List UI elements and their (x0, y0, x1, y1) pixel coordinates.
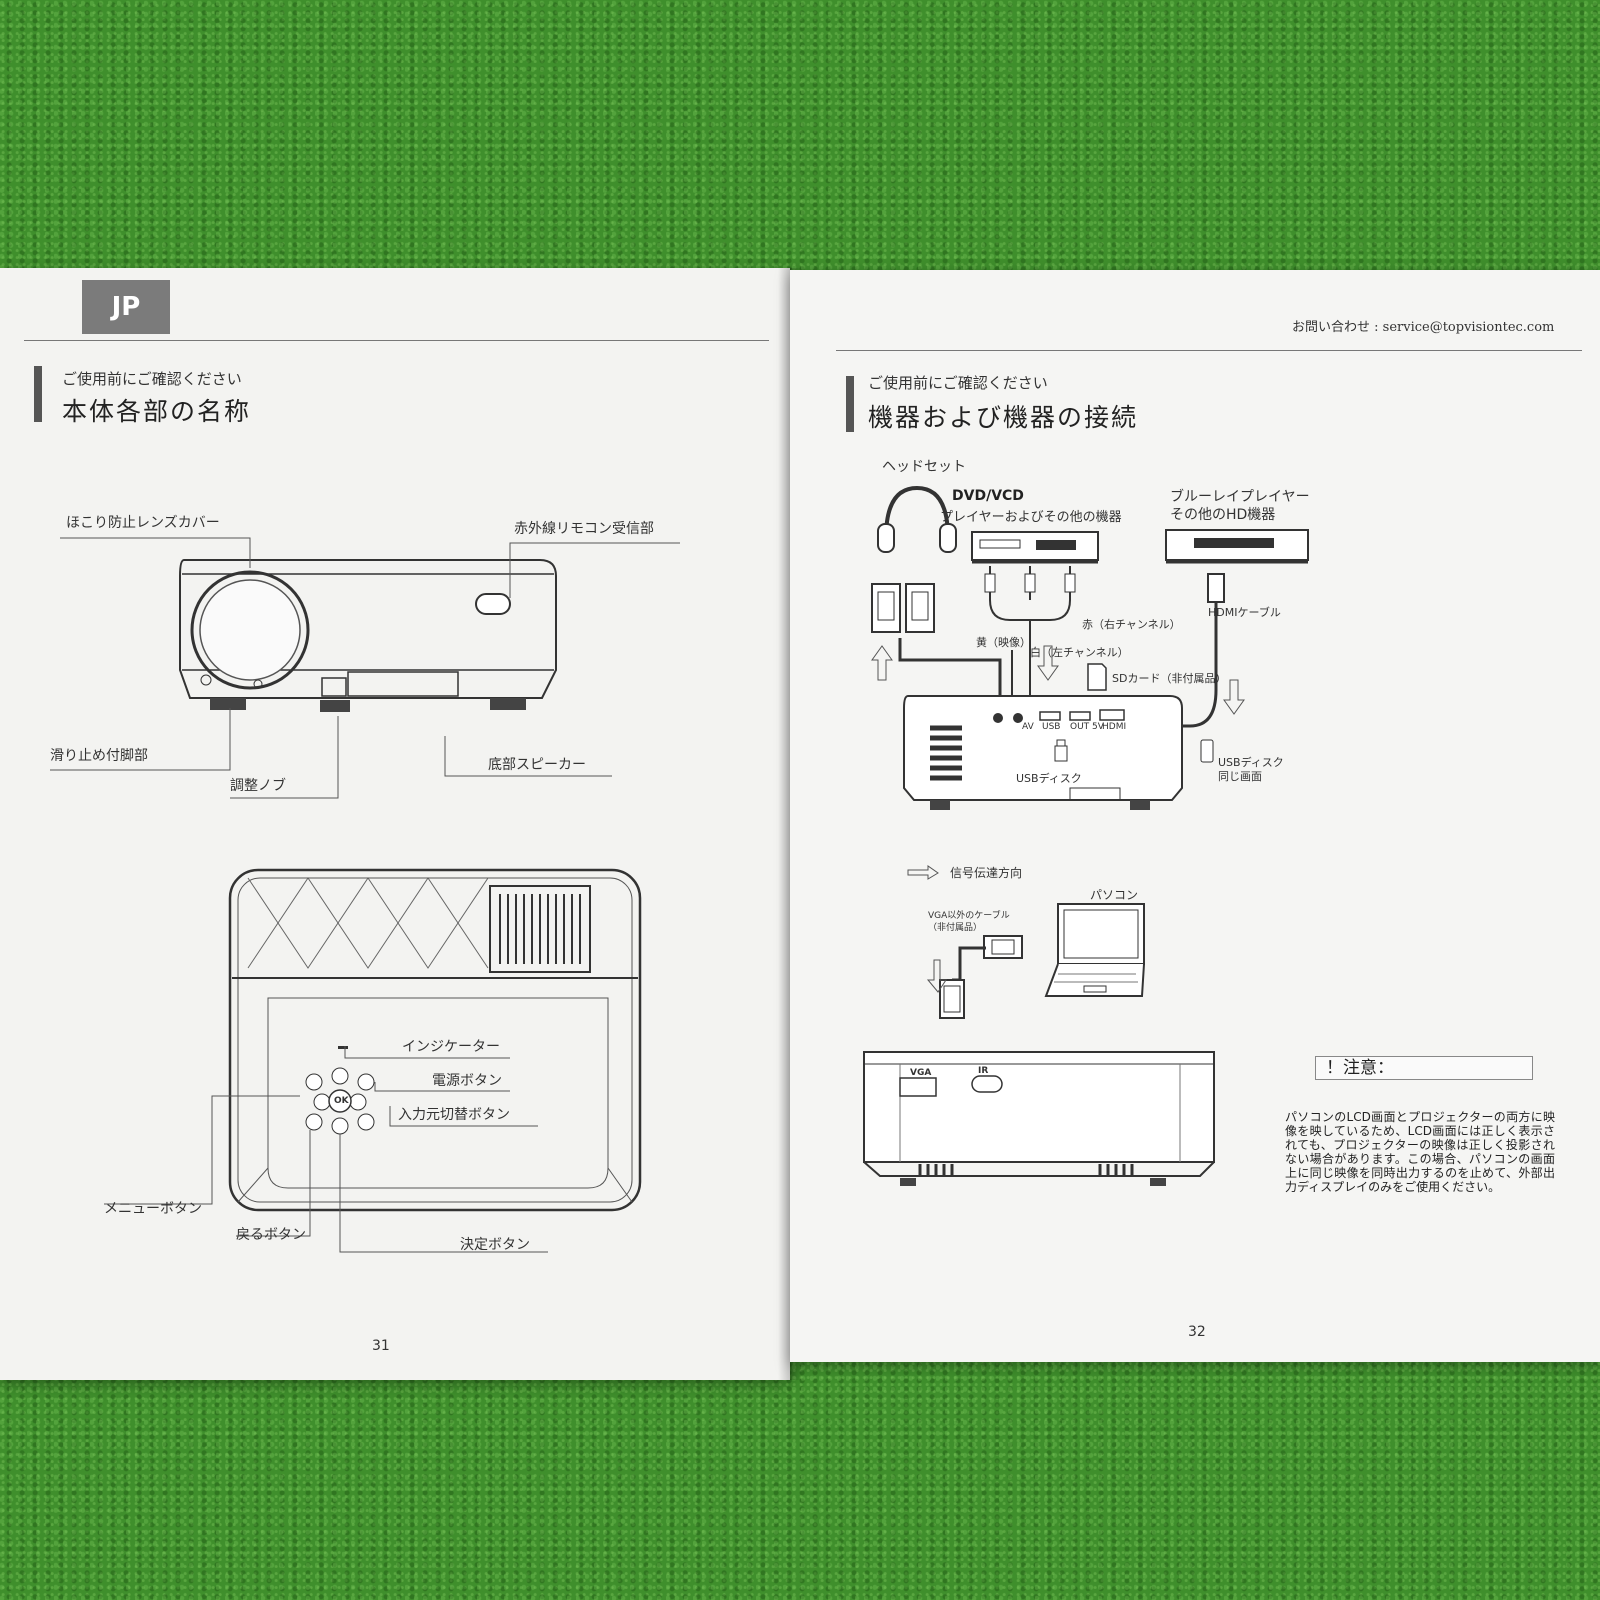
label-ok: 決定ボタン (460, 1237, 530, 1253)
section-heading: 本体各部の名称 (62, 397, 252, 426)
port-hdmi: HDMI (1102, 722, 1127, 732)
label-usb-disk: USBディスク (1016, 772, 1082, 785)
right-page: お問い合わせ : service@topvisiontec.com ご使用前にご… (790, 270, 1600, 1362)
projector-front-illustration (179, 559, 557, 712)
top-leader-lines (104, 1046, 548, 1253)
label-vga-cable: VGA以外のケーブル (928, 911, 1010, 921)
label-bluray-sub: その他のHD機器 (1170, 507, 1276, 523)
left-page: JP ご使用前にご確認ください 本体各部の名称 ほこり防止レンズカバー 赤外線リ… (0, 268, 790, 1380)
label-ir-receiver: 赤外線リモコン受信部 (514, 521, 654, 537)
label-speaker: 底部スピーカー (488, 757, 586, 773)
label-sd-card: SDカード（非付属品） (1112, 672, 1227, 685)
projector-rear-illustration (863, 1051, 1215, 1186)
port-vga: VGA (910, 1068, 932, 1078)
projector-top-illustration (228, 868, 642, 1212)
section-kicker: ご使用前にご確認ください (62, 370, 242, 388)
signal-arrow-icon (907, 865, 939, 880)
label-headset: ヘッドセット (882, 459, 966, 475)
bluray-player-icon (1165, 529, 1309, 564)
contact-email: お問い合わせ : service@topvisiontec.com (1292, 320, 1555, 335)
front-leader-lines (50, 537, 680, 799)
usb-disk-icon-2 (1200, 739, 1214, 763)
label-lens-cover: ほこり防止レンズカバー (66, 515, 220, 531)
label-foot: 滑り止め付脚部 (50, 748, 148, 764)
usb-disk-icon (1054, 739, 1068, 762)
ok-key-label: OK (334, 1096, 349, 1106)
section-bar (34, 366, 42, 422)
projector-ports-illustration (903, 695, 1183, 810)
label-signal-direction: 信号伝達方向 (950, 866, 1023, 880)
dvd-player-icon (971, 531, 1099, 564)
headset-icon (877, 485, 957, 553)
label-indicator: インジケーター (402, 1039, 500, 1055)
label-yellow: 黄（映像） (976, 636, 1031, 649)
label-dvd-title: DVD/VCD (952, 488, 1024, 504)
header-rule (24, 340, 769, 341)
label-back: 戻るボタン (236, 1227, 306, 1243)
laptop-icon (1044, 903, 1145, 997)
label-pc: パソコン (1090, 888, 1139, 902)
label-white: 白（左チャンネル） (1030, 646, 1129, 659)
label-menu: メニューボタン (104, 1201, 202, 1217)
vga-cable-icon (926, 935, 1023, 1019)
section-heading-right: 機器および機器の接続 (868, 403, 1139, 432)
header-rule-right (836, 350, 1582, 351)
label-source: 入力元切替ボタン (398, 1107, 510, 1123)
label-knob: 調整ノブ (230, 778, 286, 794)
note-body: パソコンのLCD画面とプロジェクターの両方に映像を映しているため、LCD画面には… (1285, 1110, 1555, 1194)
label-vga-cable-sub: （非付属品） (928, 923, 983, 933)
port-av: AV (1022, 722, 1034, 732)
language-tab: JP (82, 280, 170, 334)
speakers-icon (871, 583, 935, 633)
sd-card-icon (1087, 663, 1107, 691)
label-dvd-sub: プレイヤーおよびその他の機器 (940, 510, 1122, 525)
section-kicker-right: ご使用前にご確認ください (868, 374, 1048, 392)
page-number-left: 31 (372, 1338, 390, 1354)
section-bar-right (846, 376, 854, 432)
label-power: 電源ボタン (432, 1073, 502, 1089)
control-buttons (305, 1067, 375, 1135)
port-ir: IR (978, 1066, 989, 1076)
label-usb-disk-2: USBディスク (1218, 756, 1284, 769)
label-hdmi-cable: HDMIケーブル (1208, 606, 1281, 619)
label-same-screen: 同じ画面 (1218, 770, 1262, 783)
label-red: 赤（右チャンネル） (1082, 618, 1181, 631)
note-title-box: ！注意： (1315, 1056, 1533, 1080)
label-bluray-title: ブルーレイプレイヤー (1170, 489, 1310, 505)
port-out5v: OUT 5V (1070, 722, 1104, 732)
page-number-right: 32 (1188, 1324, 1206, 1340)
port-usb: USB (1042, 722, 1061, 732)
